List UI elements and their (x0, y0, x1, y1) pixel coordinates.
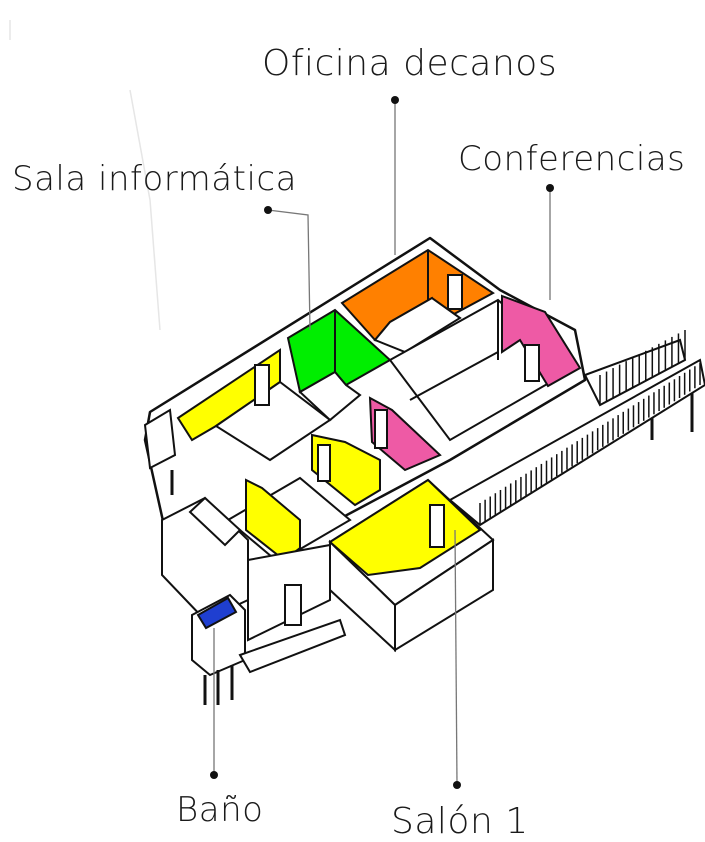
dot-salon (453, 781, 461, 789)
leader-lines (213, 100, 551, 786)
label-sala-informatica: Sala informática (12, 159, 297, 199)
left-railing (143, 408, 177, 470)
room-salon-1 (328, 478, 495, 653)
bano-wall (196, 596, 238, 630)
label-salon-1: Salón 1 (391, 801, 529, 842)
label-bano: Baño (176, 790, 264, 830)
dot-oficina (391, 96, 399, 104)
dot-sala (264, 206, 272, 214)
room-oficina-decanos (340, 248, 495, 354)
leader-salon (454, 529, 458, 786)
label-oficina-decanos: Oficina decanos (262, 43, 558, 84)
aula-wall-1 (245, 478, 301, 562)
left-lower-block (161, 496, 331, 642)
background-sketch (9, 20, 161, 331)
leader-dots (210, 96, 554, 789)
room-aula-central (226, 433, 381, 564)
label-conferencias: Conferencias (458, 139, 686, 179)
room-laboratorio (286, 308, 392, 422)
leader-sala (267, 209, 311, 331)
dot-bano (210, 771, 218, 779)
conferencias-wall (501, 294, 582, 388)
railing-balusters (479, 330, 701, 525)
room-sala-informatica (176, 348, 332, 462)
salon-1-wall (328, 478, 482, 577)
dot-conferencias (546, 184, 554, 192)
room-conferencias (368, 294, 582, 472)
